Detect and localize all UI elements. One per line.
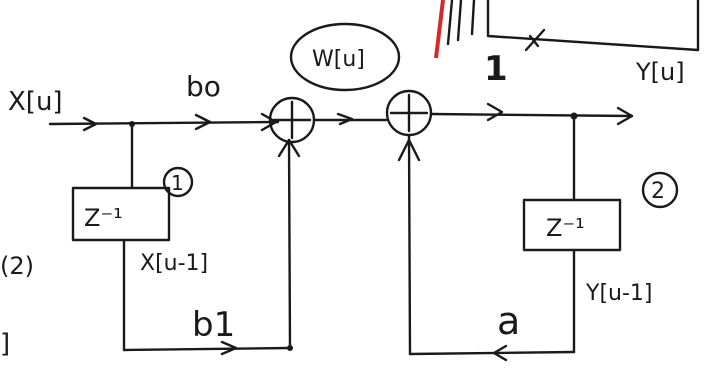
top-partial-box bbox=[434, 0, 700, 59]
top-mark-line-1 bbox=[446, 0, 454, 46]
delayed-input-label: X[u-1] bbox=[140, 251, 208, 276]
summer-2 bbox=[385, 89, 433, 137]
arrow-up-icon bbox=[397, 138, 421, 162]
input-label: X[u] bbox=[8, 87, 63, 117]
junction-dot bbox=[287, 345, 293, 351]
arrow-right-icon bbox=[486, 102, 504, 122]
delayed-output-label: Y[u-1] bbox=[585, 281, 652, 306]
edge-left-2-label: (2) bbox=[0, 252, 34, 280]
marker-1-label: 1 bbox=[171, 171, 184, 195]
output-path bbox=[429, 102, 634, 126]
alpha-mark bbox=[524, 28, 546, 52]
arrow-right-icon bbox=[82, 116, 98, 132]
marker-1-circle bbox=[162, 166, 194, 198]
big-one-label: 1 bbox=[484, 49, 508, 89]
delay-block-2 bbox=[522, 198, 622, 252]
delay-1-label: Z⁻¹ bbox=[84, 204, 123, 232]
marker-2-label: 2 bbox=[651, 179, 665, 204]
red-mark-line bbox=[434, 0, 445, 59]
delay-block-1 bbox=[71, 186, 171, 242]
arrow-right-icon bbox=[616, 106, 634, 126]
coef-a-label: a bbox=[497, 299, 520, 343]
edge-left-bracket-label: ] bbox=[0, 329, 10, 359]
input-path bbox=[48, 112, 280, 132]
arrow-right-icon bbox=[194, 113, 212, 131]
arrow-right-icon bbox=[220, 340, 238, 356]
top-mark-line-3 bbox=[470, 0, 476, 36]
left-delay-branch bbox=[71, 122, 292, 356]
delay-2-label: Z⁻¹ bbox=[546, 214, 585, 242]
marker-2-circle bbox=[641, 171, 679, 209]
arrow-right-icon bbox=[336, 112, 354, 126]
output-label: Y[u] bbox=[635, 58, 685, 86]
top-mark-line-2 bbox=[456, 0, 463, 42]
summer-link bbox=[312, 112, 388, 126]
w-node-oval bbox=[289, 22, 401, 92]
arrow-left-icon bbox=[492, 344, 508, 362]
coef-b0-label: bo bbox=[186, 70, 221, 103]
arrow-right-icon bbox=[260, 112, 278, 132]
right-delay-branch bbox=[397, 114, 679, 362]
arrow-up-icon bbox=[277, 138, 301, 158]
node-w-label: W[u] bbox=[312, 47, 365, 72]
coef-b1-label: b1 bbox=[192, 305, 235, 345]
summer-1 bbox=[268, 96, 316, 351]
